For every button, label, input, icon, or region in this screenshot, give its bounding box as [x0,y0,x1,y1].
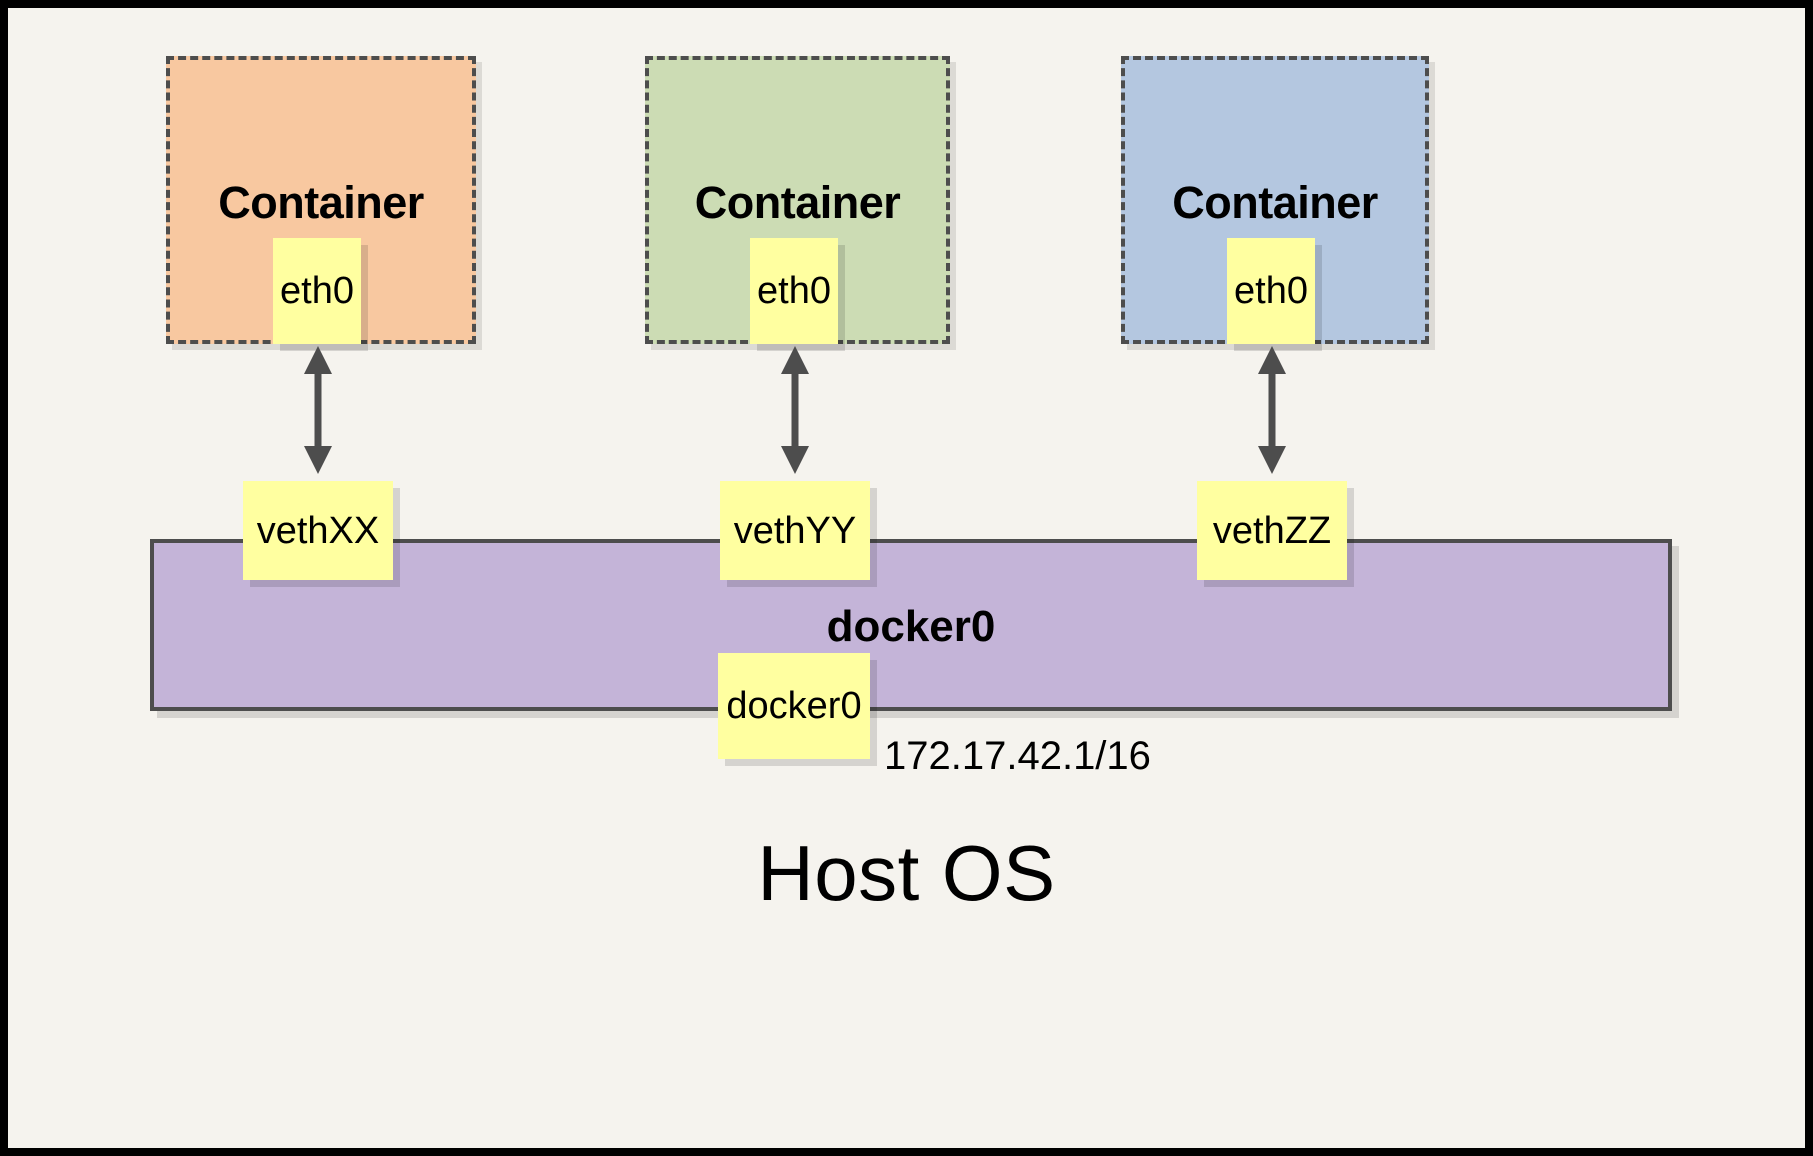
container-title-2: Container [694,177,901,228]
docker0-bridge-label: docker0 [826,602,996,651]
eth0-box-2: eth0 [750,238,838,344]
container-title-3: Container [1172,177,1378,228]
host-os-title: Host OS [757,829,1056,917]
docker0-interface-box: docker0 [718,653,870,759]
container-title-1: Container [218,177,424,228]
double-arrow-container-3 [1258,346,1286,474]
eth0-box-3: eth0 [1227,238,1315,344]
eth0-box-1: eth0 [273,238,361,344]
docker0-ip-label: 172.17.42.1/16 [884,734,1151,778]
double-arrow-container-2 [781,346,809,474]
double-arrow-container-1 [304,346,332,474]
docker0-bridge: docker0 [150,539,1672,711]
veth-box-1: vethXX [243,481,393,580]
veth-box-3: vethZZ [1197,481,1347,580]
veth-box-2: vethYY [720,481,870,580]
